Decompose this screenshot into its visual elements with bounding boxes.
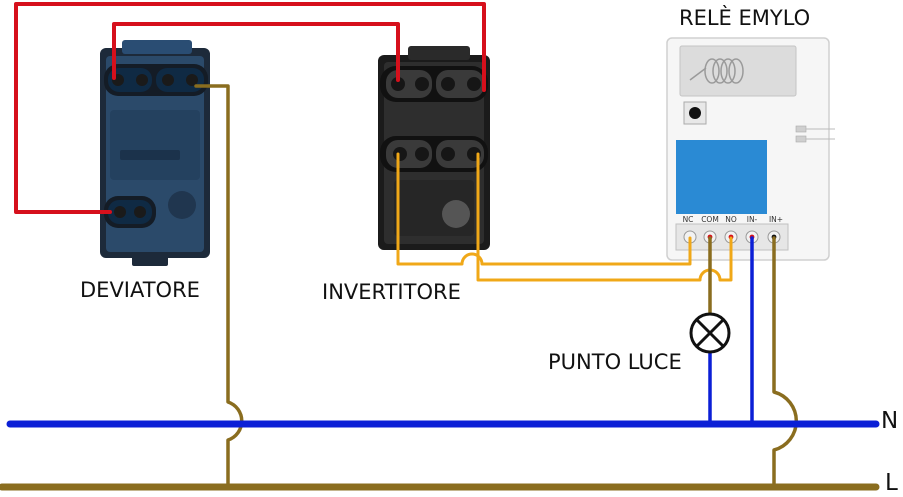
relay-terminal-label: NO — [725, 215, 737, 224]
rele-label: RELÈ EMYLO — [679, 5, 810, 30]
red-wire — [14, 2, 486, 214]
neutral-label: N — [881, 408, 898, 434]
relay-terminal-label: NC — [683, 215, 694, 224]
invertitore-switch — [378, 46, 490, 250]
invertitore-label: INVERTITORE — [322, 280, 461, 304]
red-wire — [112, 22, 400, 82]
relay-terminal-label: IN- — [747, 215, 758, 224]
brown-wire — [194, 84, 244, 488]
orange-wire — [396, 152, 692, 266]
deviatore-label: DEVIATORE — [80, 278, 200, 302]
line-label: L — [885, 470, 898, 496]
relay-terminal-label: IN+ — [769, 215, 783, 224]
relay-screen — [676, 140, 767, 214]
push-button-icon — [683, 101, 707, 125]
brown-wire — [772, 236, 799, 488]
lamp-cross-icon — [689, 312, 731, 354]
rele-emylo-module: NC COM NO IN- IN+ — [666, 37, 835, 261]
relay-terminal-label: COM — [701, 215, 719, 224]
deviatore-switch — [100, 40, 210, 266]
coil-antenna-icon — [689, 58, 744, 84]
punto-luce-label: PUNTO LUCE — [548, 350, 682, 374]
